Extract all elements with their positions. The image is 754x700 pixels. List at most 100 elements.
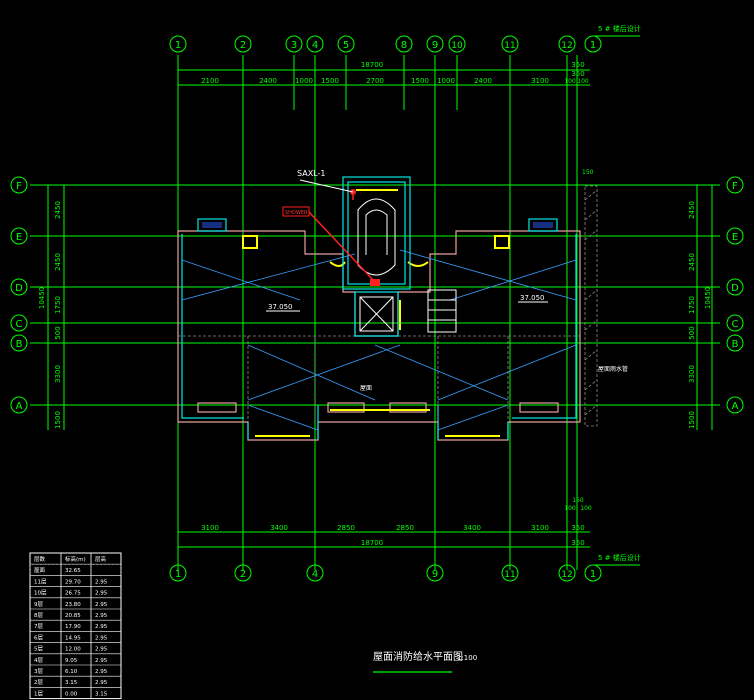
bottom-axis-bubbles: 1 2 4 9 11 12 1 5 # 楼后设计 (169, 553, 641, 582)
axis-bubble-right-D: D (726, 278, 744, 296)
scale-text: 1:100 (457, 654, 477, 662)
drawing-title: 屋面消防给水平面图 1:100 (373, 650, 477, 673)
svg-text:2400: 2400 (474, 77, 492, 85)
roof-drain-box-left (197, 218, 227, 232)
svg-text:1: 1 (590, 40, 596, 51)
dim-top-350b: 350 (571, 70, 584, 78)
svg-text:D: D (731, 283, 739, 294)
table-header-cell: 层高 (95, 555, 107, 563)
axis-bubble-bottom-1b: 1 (584, 564, 602, 582)
table-cell: 3.15 (95, 691, 108, 697)
svg-text:2400: 2400 (259, 77, 277, 85)
title-text: 屋面消防给水平面图 (373, 650, 463, 663)
table-cell: 6.10 (65, 669, 78, 675)
table-cell: 2.95 (95, 647, 108, 653)
table-cell: 23.80 (65, 602, 81, 608)
table-cell: 1层 (34, 690, 43, 697)
axis-bubble-top-12: 12 (558, 35, 576, 53)
horizontal-axis-lines (30, 184, 720, 406)
table-cell: 2.95 (95, 579, 108, 585)
axis-bubble-right-F: F (726, 176, 744, 194)
red-tag-box (282, 206, 310, 217)
svg-text:100: 100 (564, 505, 576, 512)
side-stair (427, 289, 457, 333)
axis-bubble-bottom-9: 9 (426, 564, 444, 582)
table-cell: 10层 (34, 590, 47, 597)
svg-text:3: 3 (291, 40, 297, 51)
svg-text:3400: 3400 (463, 524, 481, 532)
axis-bubble-bottom-12: 12 (558, 564, 576, 582)
axis-bubble-top-2: 2 (234, 35, 252, 53)
svg-text:4: 4 (312, 569, 318, 580)
label-150-top: 150 (582, 169, 594, 176)
table-cell: 屋面 (34, 567, 46, 574)
svg-text:11: 11 (504, 41, 515, 51)
table-cell: 11层 (34, 578, 47, 585)
axis-bubble-top-4: 4 (306, 35, 324, 53)
svg-text:1750: 1750 (54, 296, 62, 314)
svg-text:C: C (16, 319, 23, 330)
svg-text:C: C (732, 319, 739, 330)
table-cell: 3层 (34, 668, 43, 675)
svg-text:1500: 1500 (688, 411, 696, 429)
table-cell: 2.95 (95, 635, 108, 641)
svg-text:E: E (16, 232, 22, 243)
svg-text:A: A (16, 401, 23, 412)
svg-text:8: 8 (401, 40, 407, 51)
svg-text:100: 100 (580, 505, 592, 512)
svg-text:2: 2 (240, 569, 246, 580)
table-cell: 32.65 (65, 568, 81, 574)
table-cell: 5层 (34, 646, 43, 653)
svg-text:F: F (16, 181, 22, 192)
dim-bottom-total: 18700 (361, 539, 383, 547)
label-red-tag: SHOWER (285, 210, 308, 216)
svg-text:11: 11 (504, 570, 515, 580)
svg-text:3100: 3100 (531, 77, 549, 85)
axis-bubble-top-1b: 1 (584, 35, 602, 53)
table-frame (29, 552, 122, 700)
dim-top-total: 18700 (361, 61, 383, 69)
axis-bubble-top-10: 10 (448, 35, 466, 53)
svg-text:4: 4 (312, 40, 318, 51)
svg-text:12: 12 (561, 41, 572, 51)
axis-bubble-right-A: A (726, 396, 744, 414)
table-cell: 9层 (34, 601, 43, 608)
left-axis-bubbles: F E D C B A (10, 176, 28, 414)
axis-note-bottom: 5 # 楼后设计 (598, 553, 641, 562)
table-cell: 4层 (34, 657, 43, 664)
table-cell: 17.90 (65, 624, 81, 630)
axis-bubble-top-1: 1 (169, 35, 187, 53)
label-riser: SAXL-1 (297, 169, 325, 178)
bottom-dimension-lines: 3100 3400 2850 2850 3400 3100 350 18700 … (178, 497, 592, 548)
svg-text:2450: 2450 (688, 253, 696, 271)
table-cell: 7层 (34, 623, 43, 630)
table-cell: 2.95 (95, 680, 108, 686)
table-cell: 6层 (34, 634, 43, 641)
elev-label-left: 37.050 (268, 303, 293, 311)
svg-text:3100: 3100 (531, 524, 549, 532)
svg-text:150: 150 (572, 497, 584, 504)
table-cell: 8层 (34, 612, 43, 619)
svg-text:2: 2 (240, 40, 246, 51)
svg-text:2450: 2450 (54, 253, 62, 271)
table-cell: 2.95 (95, 602, 108, 608)
label-right-note: 屋面雨水管 (598, 365, 628, 373)
svg-text:3300: 3300 (688, 365, 696, 383)
svg-text:500: 500 (54, 326, 62, 339)
svg-text:F: F (732, 181, 738, 192)
axis-bubble-left-E: E (10, 227, 28, 245)
vertical-axis-lines (177, 55, 578, 570)
axis-bubble-right-B: B (726, 334, 744, 352)
axis-bubble-top-8: 8 (395, 35, 413, 53)
table-cell: 14.95 (65, 635, 81, 641)
stair-core (342, 176, 411, 290)
axis-bubble-bottom-4: 4 (306, 564, 324, 582)
right-wall-hatch (584, 185, 598, 427)
red-valve (370, 279, 380, 286)
svg-text:12: 12 (561, 570, 572, 580)
svg-text:350: 350 (571, 524, 584, 532)
table-cell: 2.95 (95, 591, 108, 597)
svg-text:1: 1 (175, 40, 181, 51)
right-dimension-lines: 2450 2450 1750 500 3300 1500 10450 (688, 185, 713, 430)
